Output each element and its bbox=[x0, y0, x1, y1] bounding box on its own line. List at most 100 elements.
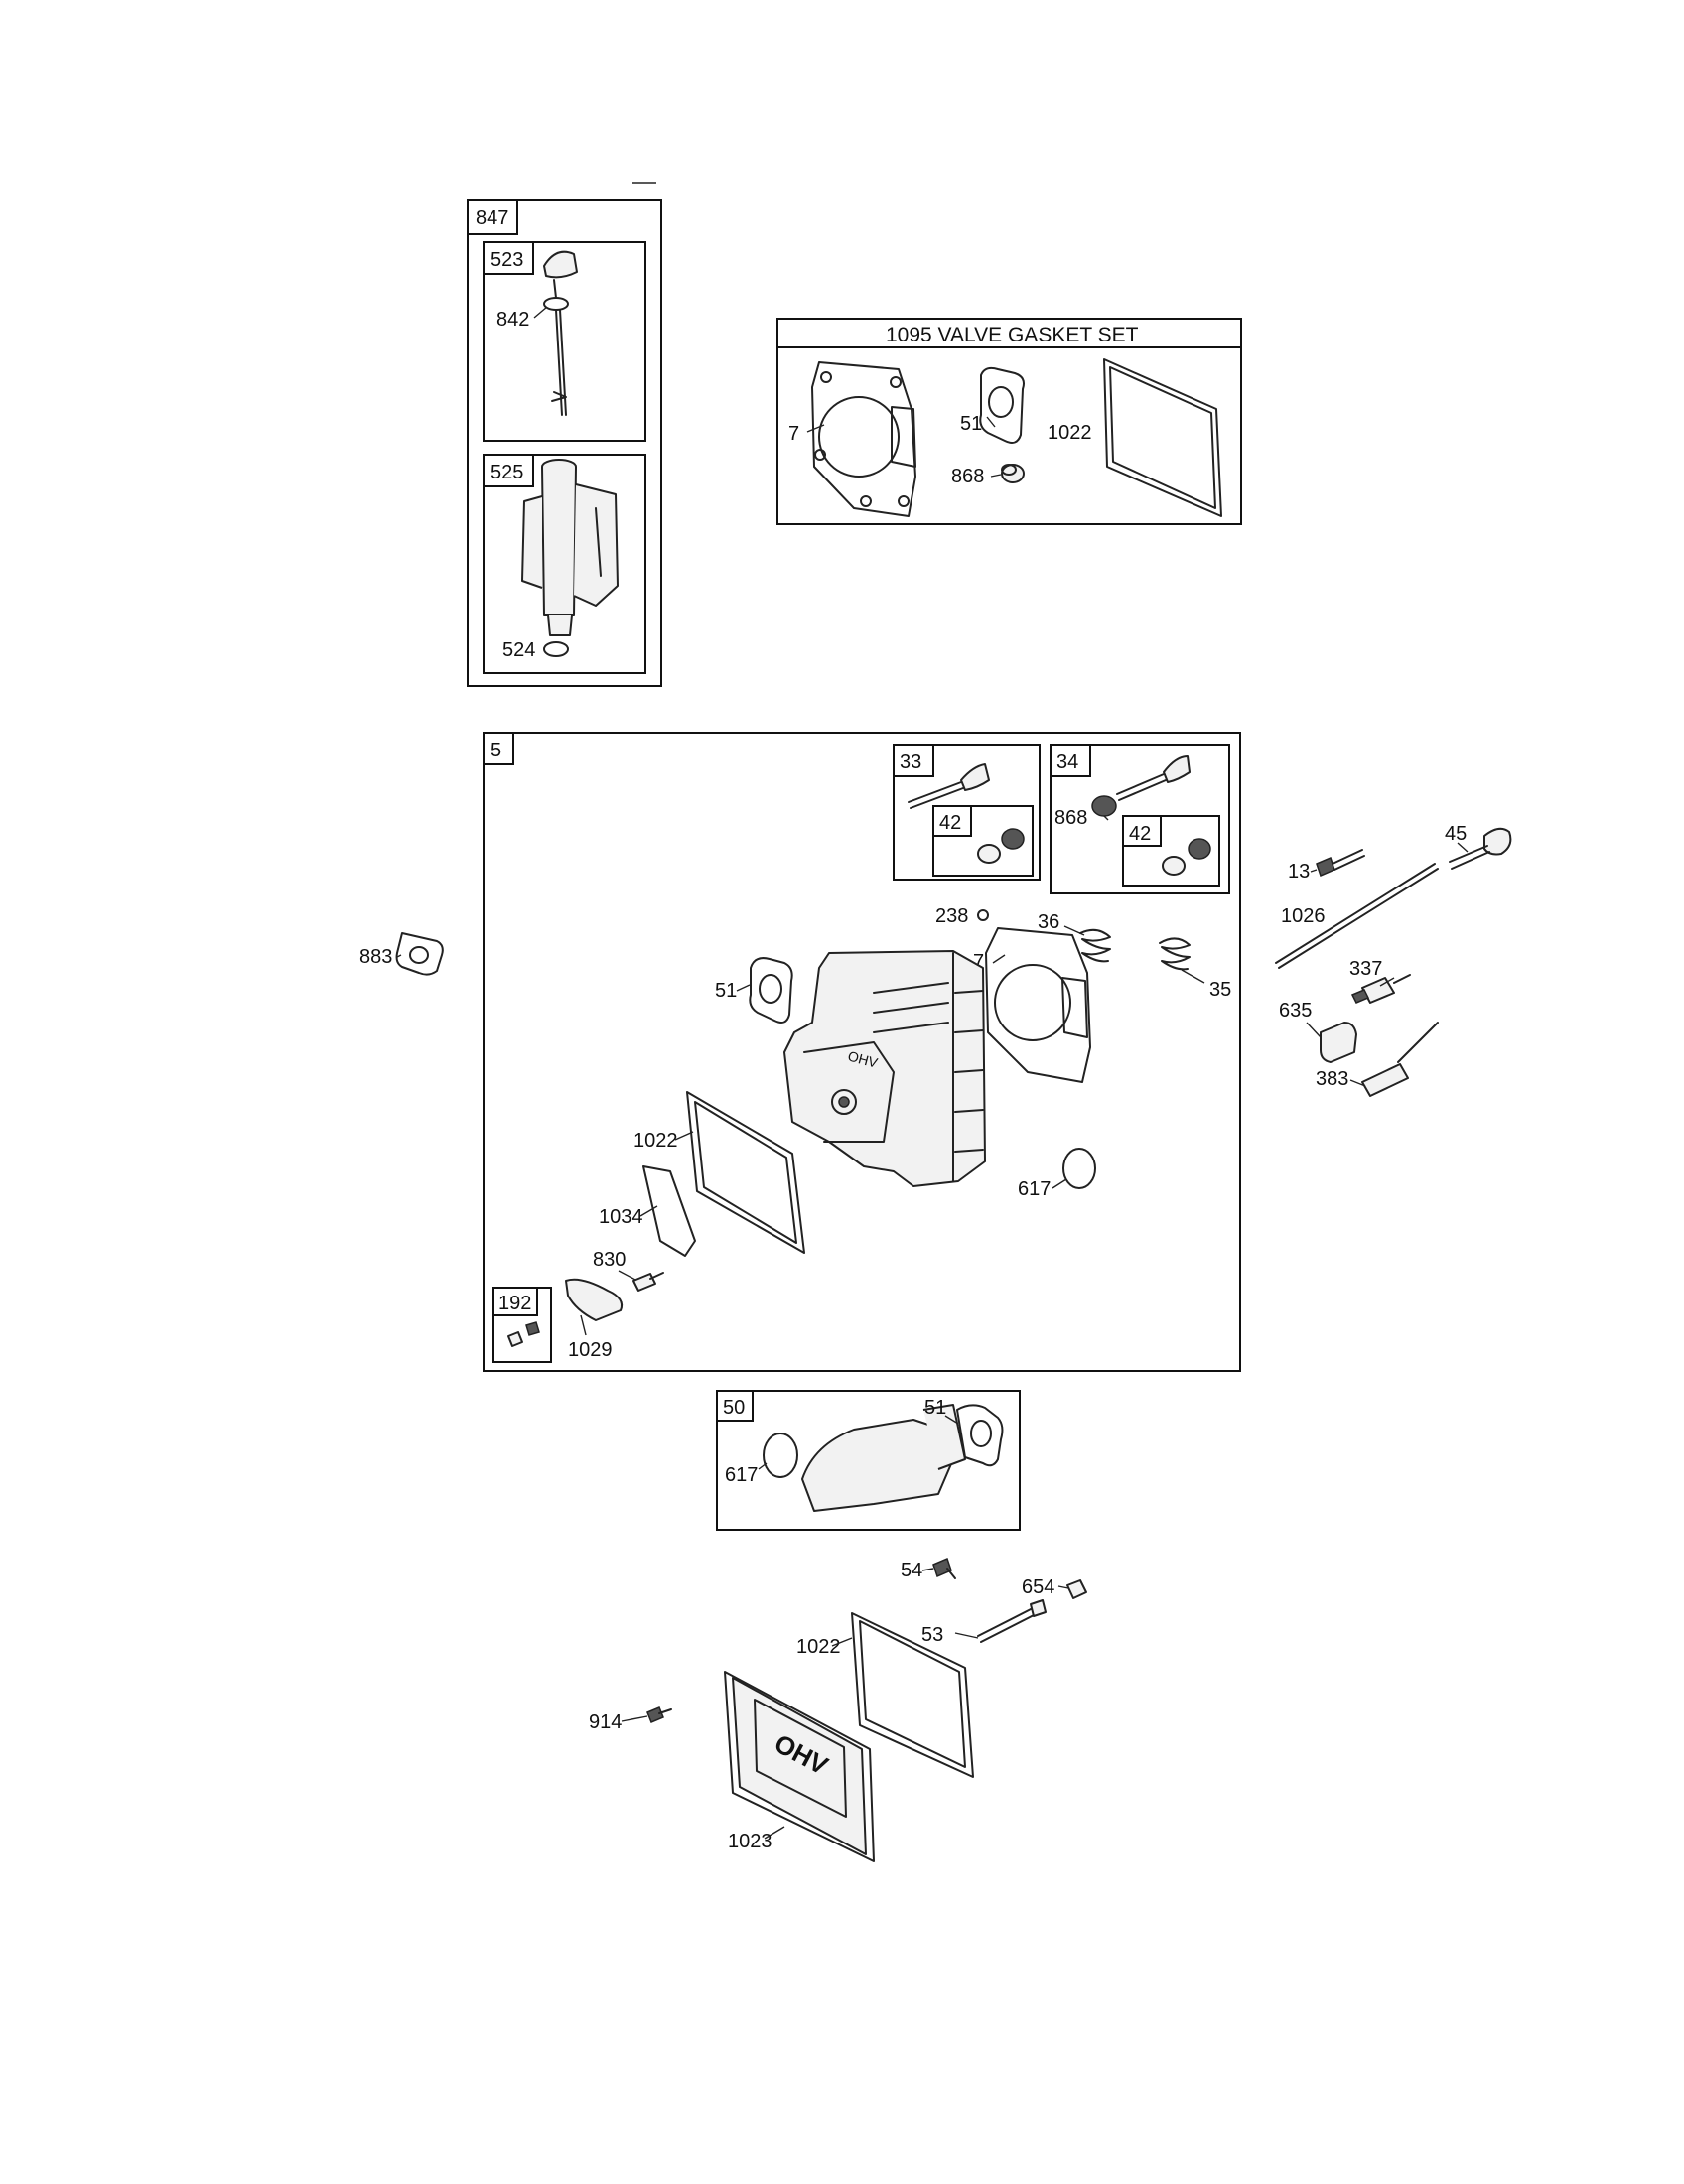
label-830: 830 bbox=[593, 1249, 626, 1271]
box-523 bbox=[483, 241, 646, 442]
label-635: 635 bbox=[1279, 1000, 1312, 1022]
label-gs-7: 7 bbox=[788, 423, 799, 445]
tag-847 bbox=[467, 199, 518, 235]
group-50: 50 617 51 bbox=[716, 1390, 1021, 1531]
label-42b: 42 bbox=[1129, 823, 1151, 845]
box-847 bbox=[467, 199, 662, 687]
screw-54-part bbox=[932, 1557, 956, 1579]
label-gs-868: 868 bbox=[951, 466, 984, 487]
push-rod-45-part bbox=[1449, 827, 1512, 870]
part-1034 bbox=[642, 1165, 696, 1257]
valve-cover-gasket-1022-part bbox=[686, 1091, 805, 1254]
intake-valve-part bbox=[908, 763, 990, 809]
intake-manifold-part bbox=[801, 1404, 1004, 1512]
label-1022a: 1022 bbox=[633, 1130, 678, 1152]
group-847: 847 523 842 525 524 bbox=[467, 199, 662, 687]
spark-plug-337-part bbox=[1350, 974, 1411, 1004]
box-525 bbox=[483, 454, 646, 674]
screw-192-part bbox=[507, 1321, 540, 1347]
intake-gasket-part bbox=[979, 366, 1025, 444]
leader-lines bbox=[396, 416, 1469, 1840]
label-847: 847 bbox=[476, 207, 508, 229]
cylinder-head-part: OHV bbox=[783, 950, 986, 1187]
tag-525 bbox=[483, 454, 534, 487]
oring-524 bbox=[543, 641, 569, 657]
label-524: 524 bbox=[502, 639, 535, 661]
label-7: 7 bbox=[973, 951, 984, 973]
label-1029: 1029 bbox=[568, 1339, 613, 1361]
part-635 bbox=[1320, 1022, 1357, 1063]
label-gs-51: 51 bbox=[960, 413, 982, 435]
label-gs-1022: 1022 bbox=[1048, 422, 1092, 444]
exhaust-valve-part bbox=[1116, 755, 1191, 801]
part-238 bbox=[977, 909, 989, 921]
group-1095-valve-gasket-set: 1095 VALVE GASKET SET 7 51 1022 868 bbox=[776, 318, 1242, 525]
label-1023: 1023 bbox=[728, 1831, 772, 1852]
label-192: 192 bbox=[498, 1293, 531, 1314]
tag-5 bbox=[483, 732, 514, 765]
label-868: 868 bbox=[1054, 807, 1087, 829]
label-523: 523 bbox=[491, 249, 523, 271]
label-53: 53 bbox=[921, 1624, 943, 1646]
push-rod-1026-part bbox=[1275, 863, 1436, 964]
label-54: 54 bbox=[901, 1560, 922, 1581]
label-383: 383 bbox=[1316, 1068, 1348, 1090]
tag-50 bbox=[716, 1390, 754, 1422]
oring-617b bbox=[763, 1433, 798, 1478]
valve-spring-36-part bbox=[1079, 928, 1111, 963]
retainer-part bbox=[1001, 828, 1025, 850]
oil-fill-tube-part bbox=[521, 459, 619, 636]
box-33 bbox=[893, 744, 1041, 881]
box-1095 bbox=[776, 318, 1242, 525]
valve-cover-1023-part: OHV bbox=[724, 1671, 875, 1862]
head-gasket-7-part bbox=[985, 927, 1091, 1083]
label-1022b: 1022 bbox=[796, 1636, 841, 1658]
valve-seal-868-part bbox=[1091, 795, 1117, 817]
box-5 bbox=[483, 732, 1241, 1372]
intake-gasket-51-part bbox=[749, 957, 793, 1024]
label-34: 34 bbox=[1056, 751, 1078, 773]
part-883 bbox=[395, 932, 444, 976]
label-33: 33 bbox=[900, 751, 921, 773]
label-1026: 1026 bbox=[1281, 905, 1326, 927]
head-gasket-part bbox=[811, 361, 916, 517]
label-5: 5 bbox=[491, 740, 501, 761]
label-654: 654 bbox=[1022, 1576, 1054, 1598]
tag-33 bbox=[893, 744, 934, 777]
bolt-13-part bbox=[1316, 849, 1365, 878]
label-617a: 617 bbox=[1018, 1178, 1051, 1200]
oring-617a bbox=[1062, 1148, 1096, 1189]
box-34 bbox=[1050, 744, 1230, 894]
label-914: 914 bbox=[589, 1711, 622, 1733]
label-1034: 1034 bbox=[599, 1206, 643, 1228]
screw-830-part bbox=[632, 1272, 664, 1292]
label-36: 36 bbox=[1038, 911, 1059, 933]
label-51: 51 bbox=[715, 980, 737, 1002]
label-525: 525 bbox=[491, 462, 523, 483]
box-42b bbox=[1122, 815, 1220, 887]
gasket-set-title: 1095 VALVE GASKET SET bbox=[886, 324, 1139, 346]
nut-654-part bbox=[1066, 1579, 1087, 1599]
label-13: 13 bbox=[1288, 861, 1310, 883]
head-ohv-logo: OHV bbox=[846, 1047, 880, 1070]
wrench-383-part bbox=[1361, 1022, 1439, 1097]
valve-cover-gasket-part bbox=[1103, 358, 1222, 517]
screw-914-part bbox=[646, 1706, 672, 1723]
stud-53-part bbox=[977, 1599, 1047, 1643]
label-883: 883 bbox=[359, 946, 392, 968]
valve-spring-35-part bbox=[1159, 937, 1191, 971]
group-5: 5 33 42 34 868 42 238 bbox=[483, 732, 1241, 1372]
label-238: 238 bbox=[935, 905, 968, 927]
label-42a: 42 bbox=[939, 812, 961, 834]
label-50: 50 bbox=[723, 1397, 745, 1419]
label-35: 35 bbox=[1209, 979, 1231, 1001]
part-1029 bbox=[565, 1278, 624, 1321]
label-45: 45 bbox=[1445, 823, 1467, 845]
valve-seal-part bbox=[1001, 464, 1025, 483]
box-42a bbox=[932, 805, 1034, 877]
box-50 bbox=[716, 1390, 1021, 1531]
label-337: 337 bbox=[1349, 958, 1382, 980]
label-617b: 617 bbox=[725, 1464, 758, 1486]
dipstick-part bbox=[543, 250, 578, 416]
